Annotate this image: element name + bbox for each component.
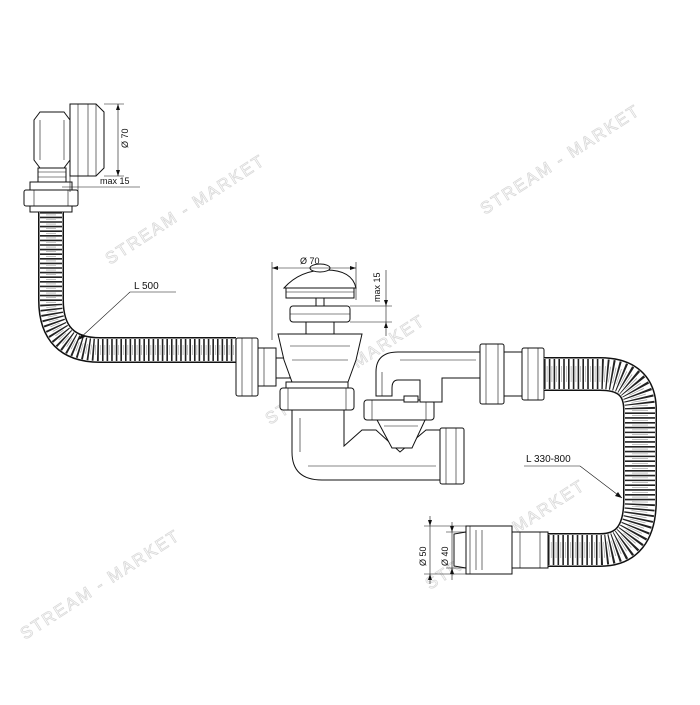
watermark-text: STREAM - MARKET	[477, 101, 644, 219]
callout-hose-right: L 330-800	[524, 454, 623, 499]
outlet-inner-diameter-label: Ø 40	[440, 546, 450, 566]
watermark-text: STREAM - MARKET	[17, 526, 184, 644]
hose-left	[38, 212, 236, 363]
dim-outlet-outer: Ø 50	[418, 516, 466, 584]
overflow-max-label: max 15	[100, 176, 130, 186]
drain-plug	[277, 263, 363, 383]
dim-drain-max: max 15	[350, 270, 392, 336]
hose-right	[544, 357, 657, 567]
outlet-outer-diameter-label: Ø 50	[418, 546, 428, 566]
outlet-adapter	[453, 525, 549, 575]
drain-max-label: max 15	[372, 272, 382, 302]
dim-outlet-inner: Ø 40	[440, 522, 466, 580]
watermark-text: STREAM - MARKET	[102, 151, 269, 269]
drain-diameter-label: Ø 70	[300, 256, 320, 266]
connector-left	[235, 337, 291, 397]
dim-overflow-diameter: Ø 70	[104, 103, 130, 177]
elbow-right	[375, 343, 545, 405]
hose-left-length-label: L 500	[134, 281, 159, 292]
dim-overflow-max: max 15	[62, 176, 140, 192]
overflow-diameter-label: Ø 70	[120, 128, 130, 148]
trap-body	[279, 381, 465, 485]
hose-right-length-label: L 330-800	[526, 454, 571, 465]
dim-drain-diameter: Ø 70	[271, 256, 357, 340]
callout-hose-left: L 500	[77, 281, 176, 341]
overflow-assembly	[23, 103, 105, 213]
